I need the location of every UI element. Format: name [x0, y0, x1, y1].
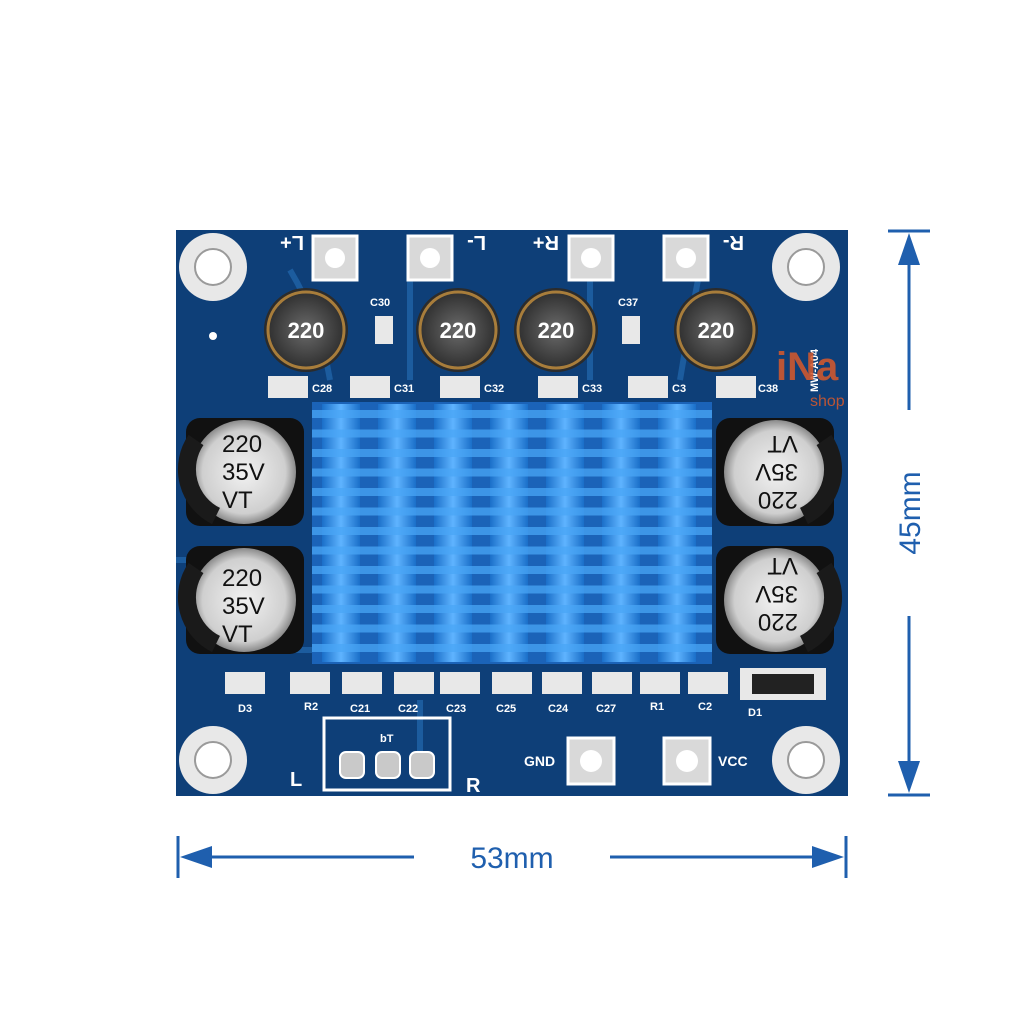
- shop-watermark: iNa shop: [776, 345, 845, 410]
- gnd-label: GND: [524, 753, 555, 769]
- watermark-sub: shop: [810, 393, 845, 410]
- heatsink-rib: [312, 449, 712, 457]
- ref-c32: C32: [484, 383, 504, 395]
- input-connector: bT L R: [290, 716, 481, 797]
- heatsink-rib: [312, 624, 712, 633]
- side-code: MW-A04: [809, 348, 821, 392]
- ref-c31: C31: [394, 383, 414, 395]
- heatsink-rib: [312, 585, 712, 594]
- ref-c25: C25: [496, 703, 516, 715]
- ref-c22: C22: [398, 703, 418, 715]
- heatsink-rib: [312, 644, 712, 652]
- inductors: 220 220 220 220: [264, 288, 758, 372]
- cap-bl-line2: 35V: [222, 593, 265, 620]
- ref-r1: R1: [650, 701, 664, 713]
- ref-c23: C23: [446, 703, 466, 715]
- ref-c27: C27: [596, 703, 616, 715]
- cap-bl-line3: VT: [222, 621, 253, 648]
- ref-c33: C33: [582, 383, 602, 395]
- inductor-value: 220: [698, 318, 735, 343]
- electrolytic-caps: 220 35V VT 220 35V VT 220 35V VT 220 35V…: [177, 418, 843, 654]
- heatsink: [312, 402, 712, 664]
- cap-bl-line1: 220: [222, 565, 262, 592]
- heatsink-rib: [312, 527, 712, 535]
- width-label: 53mm: [470, 842, 553, 875]
- cap-tl-line2: 35V: [222, 459, 265, 486]
- label-l-plus: L+: [280, 231, 304, 253]
- channel-right-label: R: [466, 775, 481, 797]
- ref-c28: C28: [312, 383, 332, 395]
- label-l-minus: L-: [467, 231, 486, 253]
- silk-refs-bottom: D3 R2 C21 C22 C23 C25 C24 C27 R1 C2 D1: [238, 701, 762, 719]
- cap-br-line1: 220: [758, 608, 798, 635]
- cap-br-line2: 35V: [755, 580, 798, 607]
- cap-tr-line3: VT: [767, 430, 798, 457]
- ref-c2: C2: [698, 701, 712, 713]
- silk-refs-top: C30 C37 C28 C31 C32 C33 C3 C38 MW-A04: [312, 297, 821, 395]
- heatsink-rib: [312, 507, 712, 516]
- inductor-value: 220: [440, 318, 477, 343]
- watermark-brand: iNa: [776, 345, 839, 389]
- ref-d1: D1: [748, 707, 762, 719]
- inductor-value: 220: [288, 318, 325, 343]
- channel-left-label: L: [290, 769, 302, 791]
- speaker-labels: L+ L- R+ R-: [280, 231, 744, 253]
- mount-holes: [179, 233, 840, 794]
- cap-tr-line1: 220: [758, 486, 798, 513]
- heatsink-rib: [312, 488, 712, 496]
- cap-tr-line2: 35V: [755, 458, 798, 485]
- width-dimension: [176, 836, 848, 878]
- ref-c37: C37: [618, 297, 638, 309]
- label-r-plus: R+: [533, 231, 559, 253]
- ref-r2: R2: [304, 701, 318, 713]
- height-dimension: [888, 229, 930, 797]
- heatsink-rib: [312, 566, 712, 574]
- connector-mark: bT: [380, 733, 394, 745]
- speaker-pads: [311, 234, 710, 282]
- inductor-value: 220: [538, 318, 575, 343]
- smd-parts: [225, 316, 826, 700]
- ref-c21: C21: [350, 703, 370, 715]
- height-label: 45mm: [894, 471, 927, 554]
- cap-tl-line3: VT: [222, 487, 253, 514]
- ref-c30: C30: [370, 297, 390, 309]
- cap-br-line3: VT: [767, 552, 798, 579]
- ref-c3: C3: [672, 383, 686, 395]
- heatsink-rib: [312, 468, 712, 477]
- cap-tl-line1: 220: [222, 431, 262, 458]
- label-r-minus: R-: [723, 231, 744, 253]
- power-pads: GND VCC: [524, 736, 748, 786]
- heatsink-rib: [312, 605, 712, 613]
- heatsink-rib: [312, 546, 712, 555]
- heatsink-rib: [312, 410, 712, 418]
- vcc-label: VCC: [718, 753, 748, 769]
- heatsink-rib: [312, 429, 712, 438]
- ref-d3: D3: [238, 703, 252, 715]
- ref-c38: C38: [758, 383, 778, 395]
- ref-c24: C24: [548, 703, 569, 715]
